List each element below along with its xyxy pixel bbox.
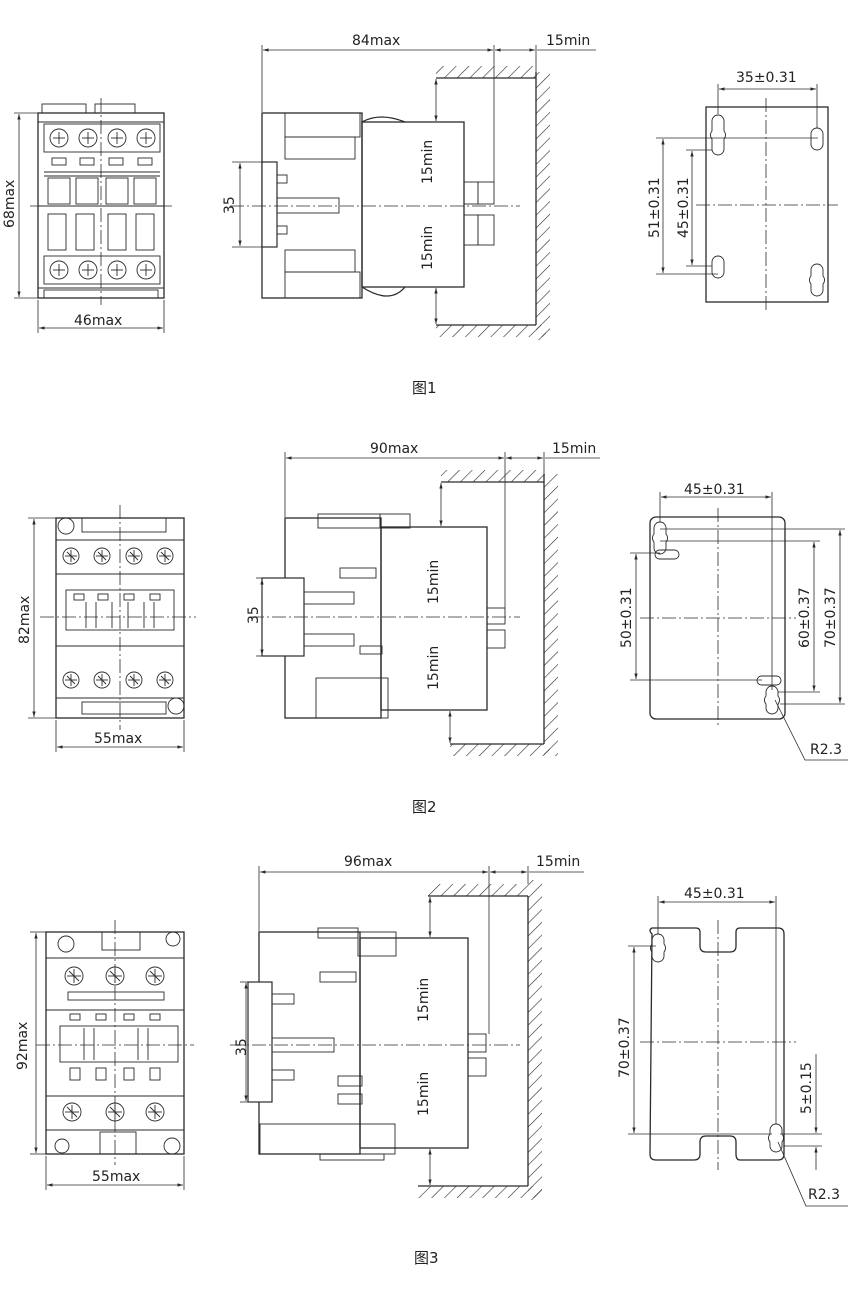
fig1-plate-inner-height: 45±0.31 bbox=[676, 177, 692, 238]
fig3-bottom-clearance: 15min bbox=[416, 1072, 432, 1116]
fig1-rail-width: 35 bbox=[222, 196, 238, 214]
fig3-rail-width: 35 bbox=[234, 1038, 250, 1056]
fig2-rail-width: 35 bbox=[246, 606, 262, 624]
fig2-plate-radius: R2.3 bbox=[810, 742, 842, 758]
fig2-bottom-clearance: 15min bbox=[426, 646, 442, 690]
fig1-plate-outer-height: 51±0.31 bbox=[647, 177, 663, 238]
fig1-bottom-clearance: 15min bbox=[420, 226, 436, 270]
fig2-front-view bbox=[28, 505, 196, 752]
fig2-wall-clearance: 15min bbox=[552, 441, 596, 457]
fig2-side-view bbox=[250, 452, 600, 756]
fig1-caption: 图1 bbox=[412, 379, 437, 397]
fig3-caption: 图3 bbox=[414, 1249, 439, 1267]
fig1-front-width: 46max bbox=[74, 313, 122, 329]
fig2-top-clearance: 15min bbox=[426, 560, 442, 604]
fig1-plate-hole-width: 35±0.31 bbox=[736, 70, 797, 86]
fig1-wall-clearance: 15min bbox=[546, 33, 590, 49]
fig3-front-height: 92max bbox=[15, 1022, 31, 1070]
fig1-front-view bbox=[14, 98, 172, 333]
fig2-front-width: 55max bbox=[94, 731, 142, 747]
fig1-top-clearance: 15min bbox=[420, 140, 436, 184]
fig3-plate-hole-height: 70±0.37 bbox=[617, 1017, 633, 1078]
fig3-wall-clearance: 15min bbox=[536, 854, 580, 870]
fig3-top-clearance: 15min bbox=[416, 978, 432, 1022]
fig2-side-length: 90max bbox=[370, 441, 418, 457]
fig3-plate-radius: R2.3 bbox=[808, 1187, 840, 1203]
fig2-plate-hole-width: 45±0.31 bbox=[684, 482, 745, 498]
fig2-caption: 图2 bbox=[412, 798, 437, 816]
fig2-front-height: 82max bbox=[17, 596, 33, 644]
fig1-front-height: 68max bbox=[2, 180, 18, 228]
fig1-mounting-plate bbox=[656, 84, 838, 312]
figure-1: 68max 46max bbox=[2, 33, 838, 397]
fig3-side-view bbox=[230, 866, 584, 1200]
fig3-side-length: 96max bbox=[344, 854, 392, 870]
fig3-mounting-plate bbox=[628, 896, 848, 1207]
fig3-plate-offset: 5±0.15 bbox=[799, 1062, 815, 1114]
fig1-side-view bbox=[230, 45, 596, 340]
fig1-side-length: 84max bbox=[352, 33, 400, 49]
fig3-plate-hole-width: 45±0.31 bbox=[684, 886, 745, 902]
figure-3: 92max 55max bbox=[15, 854, 848, 1267]
figure-2: 82max 55max bbox=[17, 441, 848, 816]
fig2-plate-height-70: 70±0.37 bbox=[823, 587, 839, 648]
fig2-plate-height-60: 60±0.37 bbox=[797, 587, 813, 648]
fig3-front-view bbox=[30, 920, 194, 1190]
fig2-plate-height-50: 50±0.31 bbox=[619, 587, 635, 648]
fig2-mounting-plate bbox=[630, 492, 848, 761]
fig3-front-width: 55max bbox=[92, 1169, 140, 1185]
